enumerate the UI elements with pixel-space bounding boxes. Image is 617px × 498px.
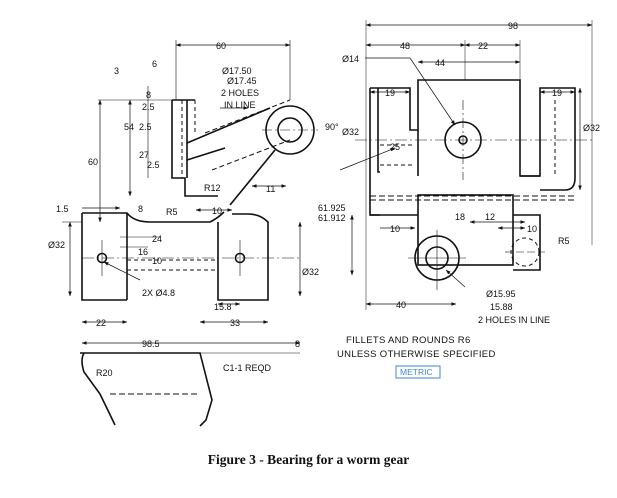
dim-dia32b: Ø32 [583, 123, 600, 133]
dim-3: 3 [114, 66, 119, 76]
figure-caption: Figure 3 - Bearing for a worm gear [207, 452, 410, 467]
bore-in-line: IN LINE [224, 100, 256, 110]
bore-diameter-2: Ø17.45 [227, 76, 257, 86]
dim-98: 98 [508, 21, 518, 31]
dim-r12: R12 [204, 183, 221, 193]
dim-dia32-bottom: Ø32 [302, 267, 319, 277]
dim-dia14: Ø14 [342, 54, 359, 64]
dim-r20: R20 [96, 368, 113, 378]
dim-10b: 10 [152, 256, 162, 266]
dim-dia32-left: Ø32 [48, 240, 65, 250]
dim-61-925: 61.925 [318, 203, 346, 213]
bore-dia-2: 15.88 [490, 302, 513, 312]
dim-90deg: 90° [325, 122, 339, 132]
fillets-note-line1: FILLETS AND ROUNDS R6 [346, 335, 471, 346]
dim-6: 6 [152, 59, 157, 69]
dim-27: 27 [139, 150, 149, 160]
dim-48: 48 [400, 41, 410, 51]
dim-8c: 8 [295, 339, 300, 349]
dim-19a: 19 [385, 88, 395, 98]
right-view-labels: 98 48 22 44 Ø14 19 19 90° Ø32 Ø32 25 61.… [318, 21, 600, 325]
dim-61-912: 61.912 [318, 213, 346, 223]
dim-8: 8 [146, 90, 151, 100]
fillets-note-line2: UNLESS OTHERWISE SPECIFIED [337, 349, 496, 360]
dim-44: 44 [435, 58, 445, 68]
metric-label: METRIC [400, 367, 433, 377]
dim-40: 40 [396, 300, 406, 310]
dim-10b: 10 [527, 224, 537, 234]
dim-16: 16 [138, 247, 148, 257]
dim-25: 25 [390, 142, 400, 152]
part-label: C1-1 REQD [223, 363, 272, 373]
dim-60-left: 60 [88, 157, 98, 167]
dim-r5: R5 [558, 236, 570, 246]
bore-dia-1: Ø15.95 [486, 289, 516, 299]
dim-33: 33 [230, 318, 240, 328]
dim-18: 18 [455, 212, 465, 222]
dim-12: 12 [485, 212, 495, 222]
dim-2-5a: 2.5 [142, 102, 155, 112]
dim-24: 24 [152, 234, 162, 244]
dim-r5: R5 [166, 207, 178, 217]
dim-22: 22 [478, 41, 488, 51]
dim-98-5: 98.5 [142, 339, 160, 349]
dim-60-top: 60 [216, 41, 226, 51]
left-view-labels: 60 6 3 8 2.5 54 2.5 27 2.5 60 Ø17.50 Ø17… [48, 41, 319, 378]
dim-2x-hole: 2X Ø4.8 [142, 288, 175, 298]
dim-19b: 19 [552, 88, 562, 98]
dim-8b: 8 [138, 204, 143, 214]
right-view [339, 20, 593, 310]
dim-22: 22 [96, 318, 106, 328]
left-view [62, 40, 318, 427]
dim-10: 10 [212, 206, 222, 216]
bore-diameter-1: Ø17.50 [222, 66, 252, 76]
metric-box [395, 365, 441, 379]
dim-2-5b: 2.5 [139, 122, 152, 132]
dim-2-5c: 2.5 [147, 160, 160, 170]
bore-holes-in-line: 2 HOLES IN LINE [478, 315, 550, 325]
dim-54: 54 [124, 122, 134, 132]
dim-10a: 10 [390, 224, 400, 234]
notes: FILLETS AND ROUNDS R6 UNLESS OTHERWISE S… [337, 335, 496, 379]
dim-1-5: 1.5 [56, 204, 69, 214]
dim-15-8: 15.8 [214, 302, 232, 312]
bore-holes: 2 HOLES [221, 88, 259, 98]
dim-dia32a: Ø32 [342, 127, 359, 137]
dim-11: 11 [266, 184, 275, 194]
